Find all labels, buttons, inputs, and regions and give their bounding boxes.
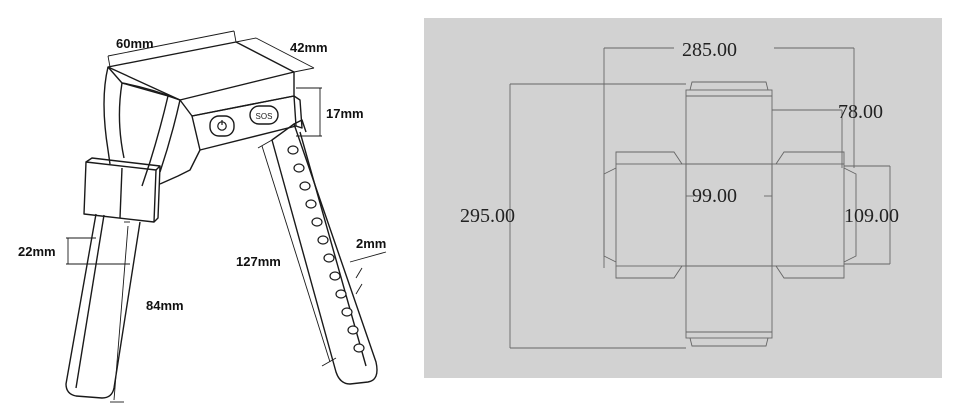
sos-button-label: SOS [256, 112, 273, 121]
strap-length-label: 84mm [146, 298, 184, 313]
flap-left-top [615, 151, 683, 165]
panel-right [771, 163, 845, 267]
device-neck [103, 66, 111, 165]
width-label: 60mm [116, 36, 154, 51]
panel-bottom [685, 265, 773, 339]
box-dieline-panel: 285.00 78.00 295.00 99.00 109.00 [424, 18, 942, 378]
band-length-label: 127mm [236, 254, 281, 269]
panel-left [615, 163, 687, 267]
band-thickness-label: 2mm [356, 236, 386, 251]
top-right-panel-label: 78.00 [838, 101, 883, 123]
device-drawing: SOS [0, 0, 420, 412]
band-right [271, 123, 378, 385]
height-label: 17mm [326, 106, 364, 121]
sos-button [249, 105, 279, 125]
strap-width-label: 22mm [18, 244, 56, 259]
band-holes [287, 145, 365, 353]
side-height-label: 109.00 [844, 205, 899, 227]
overall-width-label: 285.00 [682, 39, 737, 61]
device-buttons: SOS [209, 105, 279, 137]
power-button [209, 115, 235, 137]
flap-right-bottom [775, 265, 845, 279]
flap-right-top [775, 151, 845, 165]
strap-left [65, 213, 141, 399]
panel-top [685, 89, 773, 165]
flap-far-left [603, 167, 617, 263]
overall-height-label: 295.00 [460, 205, 515, 227]
depth-label: 42mm [290, 40, 328, 55]
panel-center [685, 163, 773, 267]
flap-top [689, 81, 769, 91]
flap-far-right [843, 167, 857, 263]
flap-left-bottom [615, 265, 683, 279]
device-svg: SOS [18, 30, 386, 403]
box-dieline-svg: 285.00 78.00 295.00 99.00 109.00 [460, 39, 899, 349]
center-width-label: 99.00 [692, 185, 737, 207]
device-front-face [191, 95, 297, 151]
flap-bottom [689, 337, 769, 347]
